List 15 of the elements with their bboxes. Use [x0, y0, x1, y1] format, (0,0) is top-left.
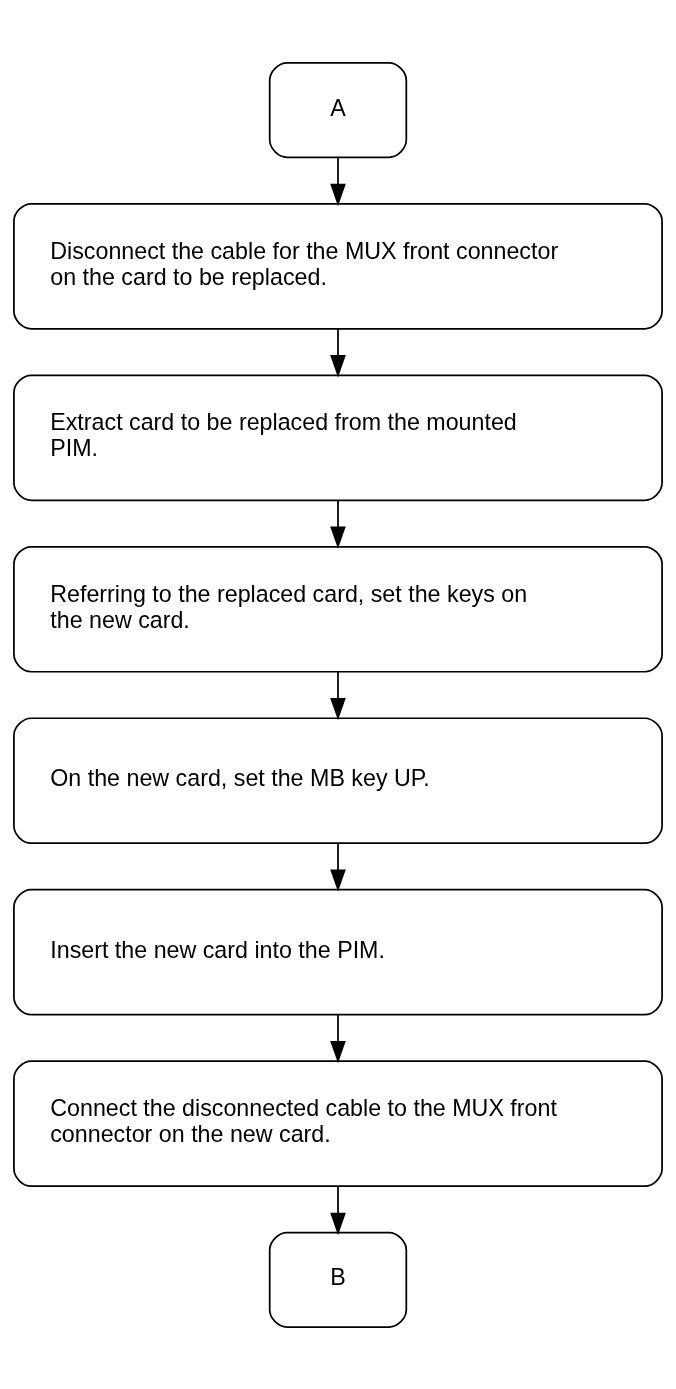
node-box: B [268, 1231, 408, 1328]
node-box: A [268, 61, 408, 158]
node-box: Insert the new card into the PIM. [13, 888, 663, 1016]
node-box: On the new card, set the MB key UP. [13, 716, 663, 844]
arrow [330, 842, 346, 892]
node-box: Disconnect the cable for the MUX front connector on the card to be replaced. [13, 202, 663, 330]
arrow [330, 327, 346, 377]
arrow [330, 670, 346, 720]
node-box: Connect the disconnected cable to the MUX front connector on the new card. [13, 1059, 663, 1187]
arrow [330, 1185, 346, 1235]
node-box: Extract card to be replaced from the mounted PIM. [13, 373, 663, 501]
node-box: Referring to the replaced card, set the keys on the new card. [13, 545, 663, 673]
arrow [330, 156, 346, 206]
arrow [330, 1013, 346, 1063]
arrow [330, 499, 346, 549]
